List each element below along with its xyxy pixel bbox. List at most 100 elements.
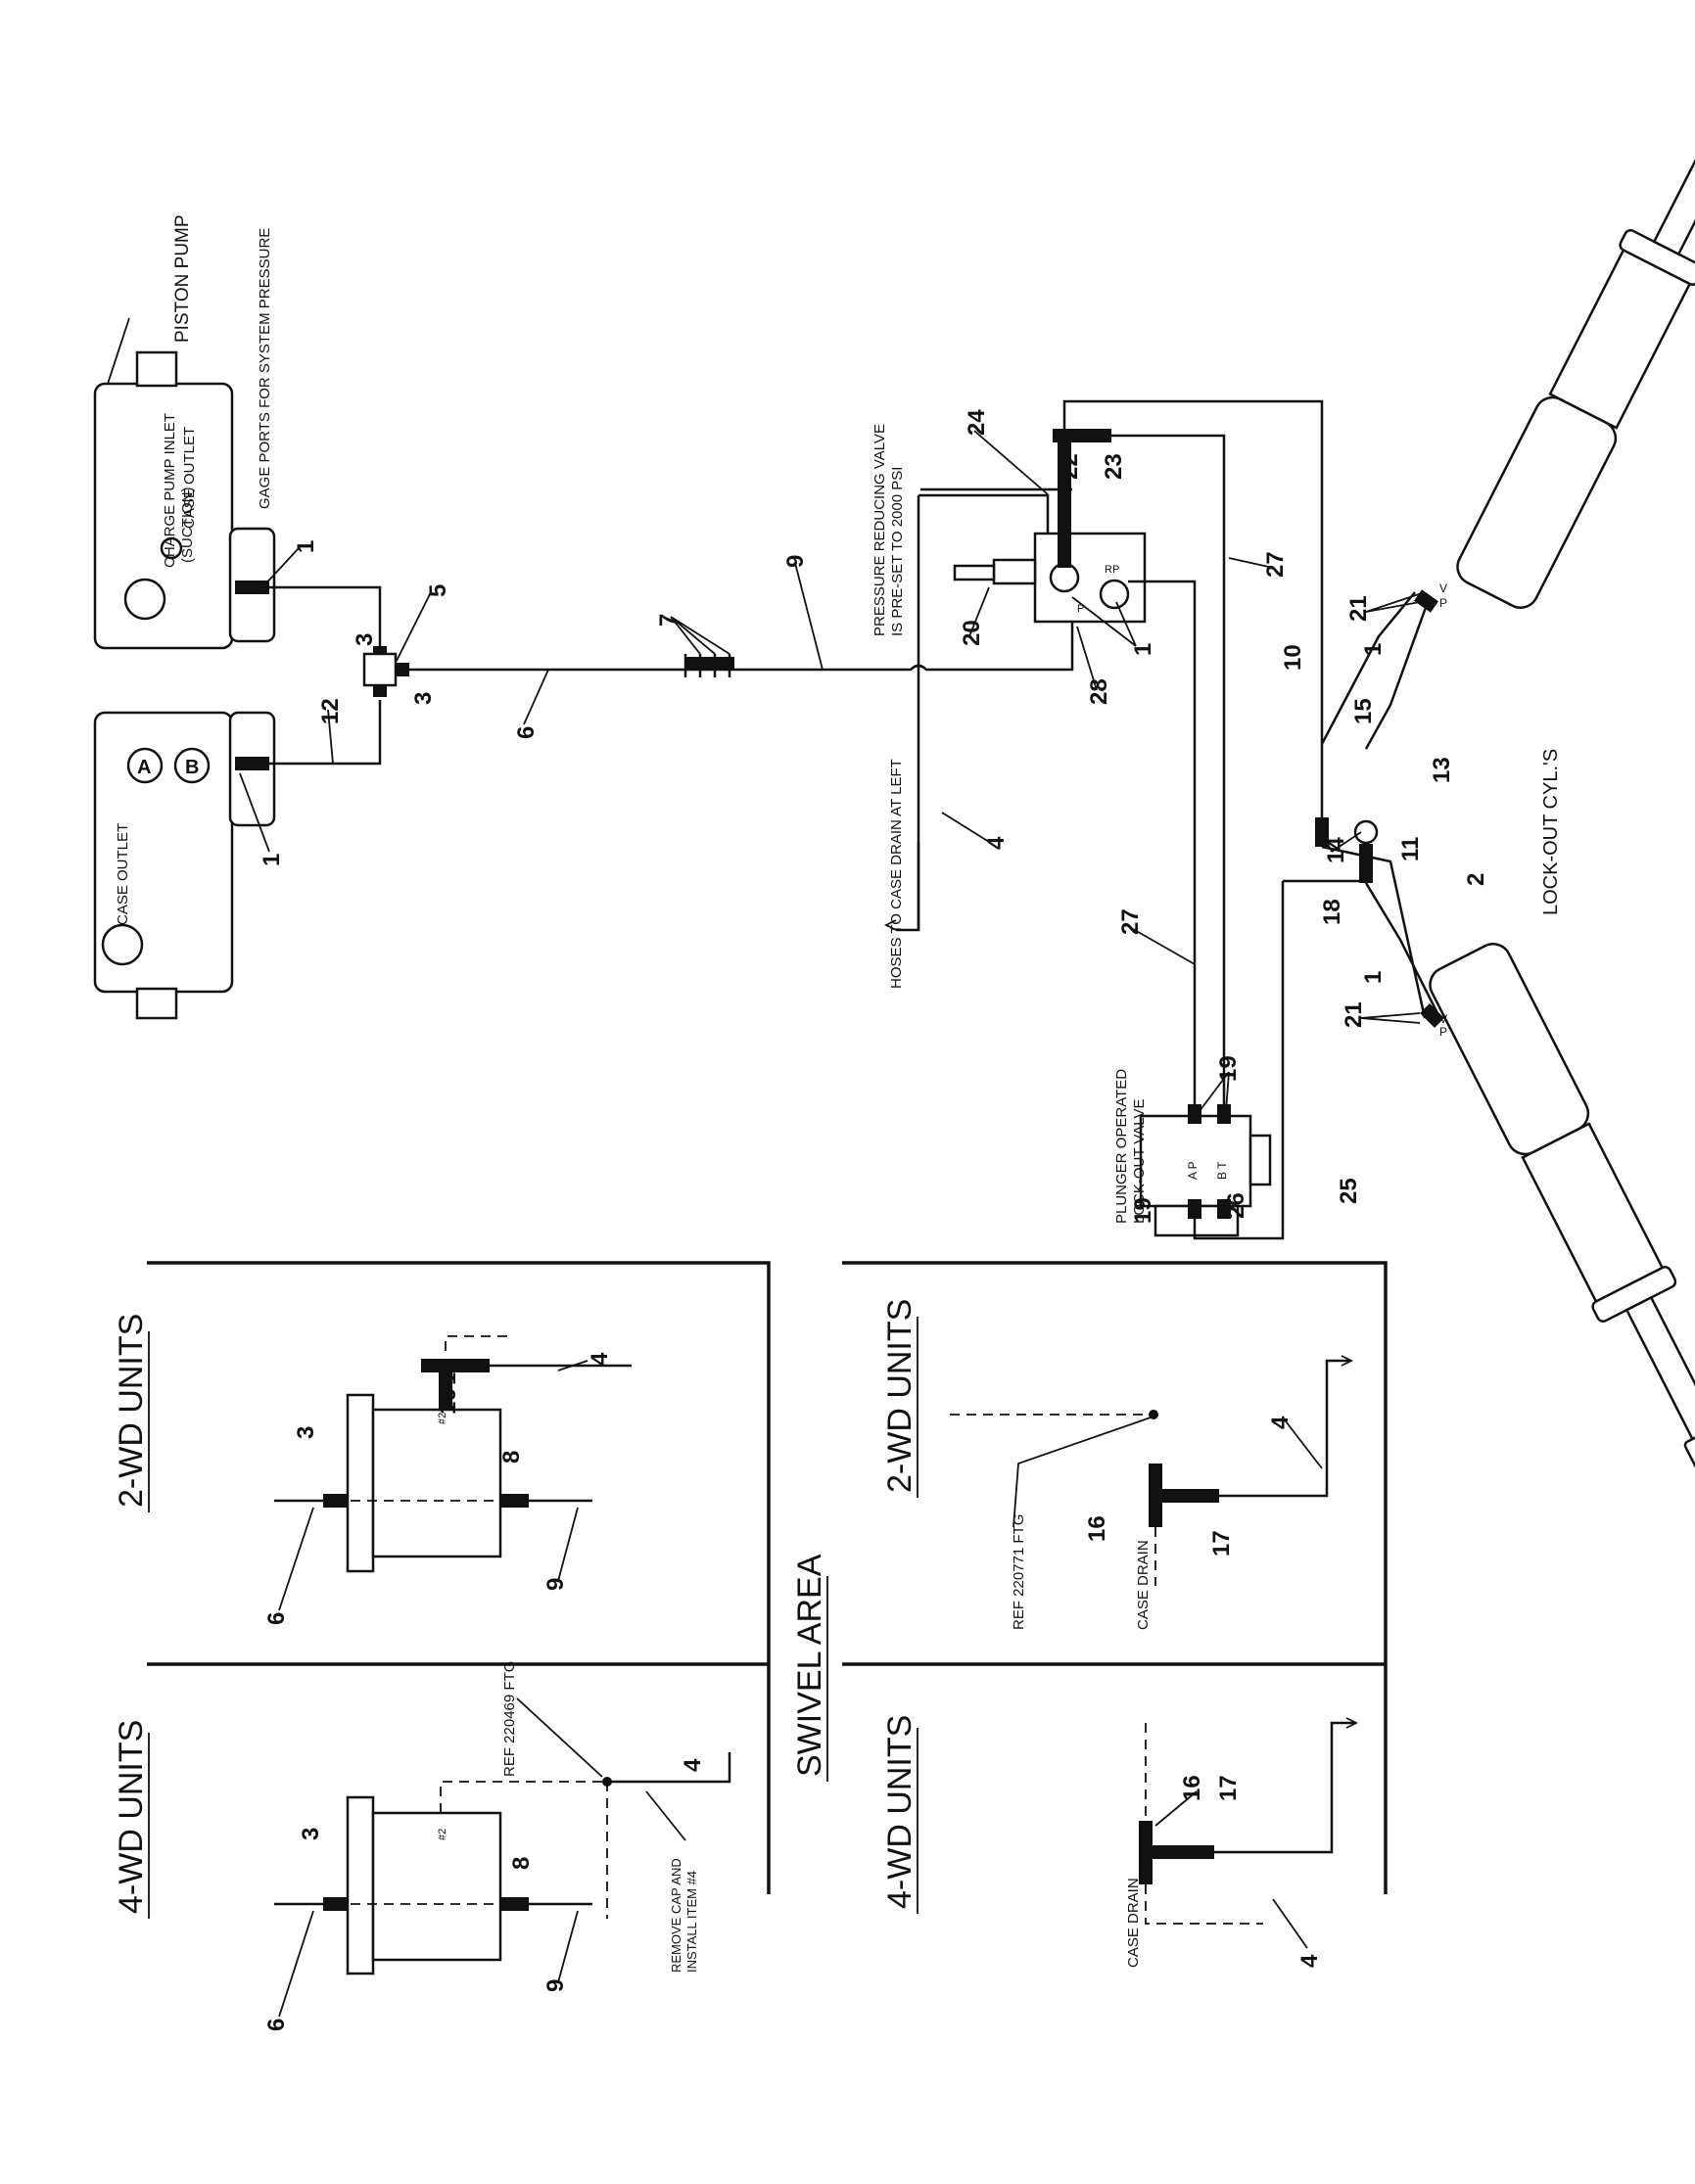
prv-adjuster [992, 558, 1037, 585]
lockout-cylinder-upper [1456, 109, 1695, 609]
piston-pump-leader [107, 317, 130, 385]
callout-17-right: 17 [1208, 1530, 1235, 1557]
prv-adjuster-stem [953, 564, 996, 581]
case-outlet-port-left [101, 923, 144, 966]
callout-13: 13 [1429, 757, 1455, 783]
prv-label-2: IS PRE-SET TO 2000 PSI [889, 467, 906, 636]
case-drain-4wd-hose-4 [1214, 1721, 1356, 1854]
leader-28 [1076, 626, 1098, 691]
case-outlet-right-label: CASE OUTLET [181, 427, 198, 529]
callout-3-4wd: 3 [298, 1828, 324, 1840]
cyl-lower-v: V [1439, 1012, 1447, 1026]
gage-ports-label: GAGE PORTS FOR SYSTEM PRESSURE [257, 228, 273, 509]
callout-4-4wd-right: 4 [1296, 1954, 1323, 1968]
swivel-4wd-hose-4 [607, 1752, 731, 1784]
leader-24 [973, 430, 1049, 495]
case-drain-4wd-dash-down [1145, 1884, 1263, 1925]
cyl-fitting-lower [1420, 1003, 1444, 1028]
callout-8-2wd: 8 [498, 1451, 525, 1464]
callout-3-bottom: 3 [410, 692, 437, 705]
leader-9-4wd [557, 1910, 579, 1983]
leader-19-right [1199, 1071, 1230, 1112]
cyl-lower-p: P [1439, 1025, 1447, 1039]
prv-rp-label: RP [1105, 564, 1119, 576]
cyl-upper-barrel [1456, 395, 1618, 609]
swivel-2wd-dash-ref [445, 1335, 509, 1351]
swivel-fitting-7-ribs [683, 654, 731, 677]
leader-21-upper [1365, 591, 1426, 613]
plunger-valve-bt: B T [1215, 1161, 1229, 1180]
charge-pump-port [123, 578, 166, 621]
leader-12 [327, 709, 334, 765]
callout-18: 18 [1319, 899, 1345, 925]
port-2-label-a: #2 [437, 1413, 448, 1424]
leader-21-lower [1360, 1012, 1421, 1024]
callout-9-2wd: 9 [542, 1578, 569, 1591]
callout-1-cyl-lower: 1 [1360, 971, 1387, 984]
swivel-2wd-flange [346, 1393, 375, 1573]
hose-12-lower [269, 700, 382, 766]
lockout-cyls-label: LOCK-OUT CYL.'S [1540, 749, 1562, 915]
callout-3-top: 3 [352, 633, 378, 646]
pump-shaft-right [135, 350, 178, 388]
hose-crossover [1353, 819, 1379, 845]
panel-title-4wd-bottom: 4-WD UNITS [113, 1720, 150, 1914]
callout-4-4wd: 4 [680, 1758, 706, 1772]
callout-1-cyl-upper: 1 [1360, 643, 1387, 656]
remove-cap-label-2: INSTALL ITEM #4 [684, 1871, 699, 1973]
callout-11: 11 [1397, 837, 1424, 861]
callout-1-left-pump: 1 [259, 854, 285, 866]
callout-1-prv: 1 [1130, 643, 1156, 656]
panel-title-2wd-top: 2-WD UNITS [113, 1314, 150, 1508]
callout-25: 25 [1336, 1178, 1362, 1204]
pump-shaft-left [135, 987, 178, 1020]
leader-20 [968, 586, 990, 637]
callout-5: 5 [425, 584, 451, 597]
prv-p-label: P [1077, 603, 1084, 615]
case-drain-4wd [1139, 1717, 1359, 1925]
case-outlet-left-label: CASE OUTLET [115, 823, 131, 925]
callout-9-main: 9 [782, 555, 809, 568]
callout-27-lower: 27 [1117, 908, 1144, 935]
remove-cap-label-1: REMOVE CAP AND [669, 1858, 683, 1973]
callout-16-4wd-right: 16 [1179, 1775, 1205, 1801]
panel-title-4wd-right: 4-WD UNITS [881, 1715, 918, 1909]
case-drain-4wd-arrow [1345, 1717, 1359, 1729]
leader-1-left [239, 772, 270, 853]
port-b-circle [173, 747, 211, 784]
port-b-label: B [185, 757, 199, 778]
cyl-upper-rod [1652, 109, 1695, 256]
leader-4-4wd-right [1272, 1898, 1308, 1949]
callout-3-2wd: 3 [293, 1426, 319, 1439]
leader-16-4wd-right [1154, 1790, 1198, 1827]
case-drain-2wd-hose-4 [1219, 1359, 1351, 1498]
hose-10-upper [1062, 399, 1324, 654]
hose-25 [1193, 881, 1285, 1240]
prv-label-1: PRESSURE REDUCING VALVE [871, 424, 888, 636]
callout-2: 2 [1463, 873, 1489, 886]
remove-cap-leader [645, 1790, 686, 1841]
callout-15: 15 [1350, 698, 1377, 724]
callout-6-main: 6 [513, 726, 540, 739]
hose-27-upper [1111, 434, 1226, 573]
case-drain-4wd-label: CASE DRAIN [1125, 1878, 1142, 1968]
panel-frame-right [842, 1261, 1388, 1894]
callout-17-2wd: 17 [435, 1359, 461, 1385]
case-drain-arrow [883, 919, 897, 931]
case-drain-2wd [950, 1355, 1354, 1586]
swivel-2wd: #2 [274, 1335, 632, 1573]
cyl-lower-eye [1683, 1421, 1695, 1470]
ref-220771-leader [1012, 1417, 1152, 1528]
leader-6-4wd [278, 1910, 314, 2018]
callout-10: 10 [1280, 644, 1306, 671]
callout-4-right: 4 [1267, 1416, 1294, 1429]
suction-label: (SUCTION) [179, 488, 196, 564]
hose-13 [1364, 601, 1430, 750]
leader-9 [794, 562, 824, 671]
cyl-upper-p: P [1439, 596, 1447, 610]
pressure-reducing-valve: T RP P [953, 532, 1147, 624]
callout-23: 23 [1101, 453, 1127, 480]
swivel-4wd-flange [346, 1795, 375, 1975]
callout-21-upper: 21 [1345, 595, 1372, 622]
